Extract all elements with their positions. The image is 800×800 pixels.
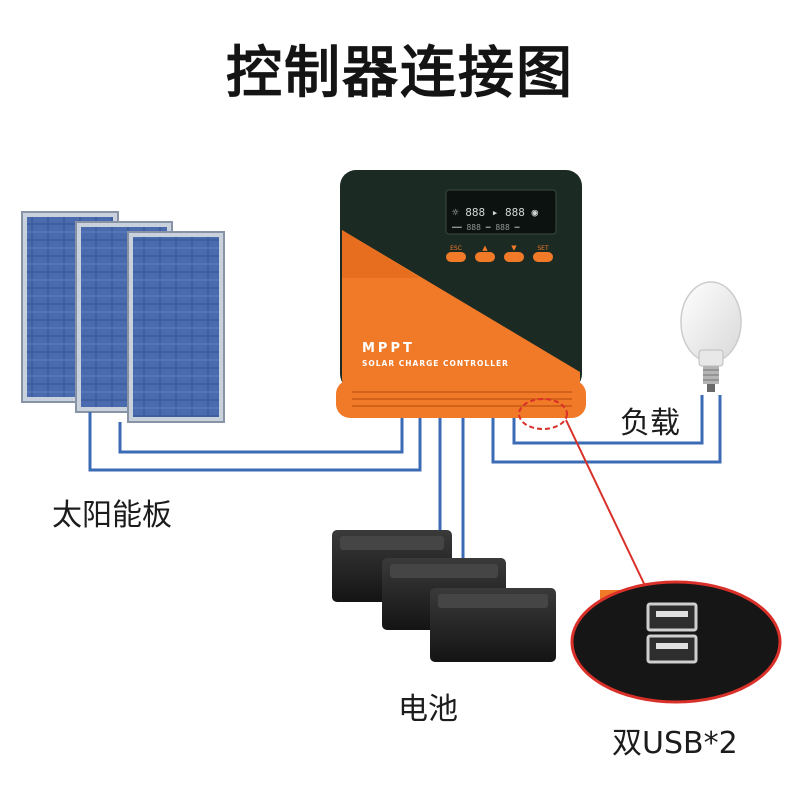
up-button[interactable] bbox=[475, 252, 495, 262]
esc-button[interactable] bbox=[446, 252, 466, 262]
set-button-label: SET bbox=[537, 245, 549, 252]
set-button[interactable] bbox=[533, 252, 553, 262]
down-button-label: ▼ bbox=[511, 244, 517, 252]
page-title: 控制器连接图 bbox=[226, 41, 574, 106]
controller-subtitle: SOLAR CHARGE CONTROLLER bbox=[362, 359, 509, 368]
wire-solar-2 bbox=[118, 415, 404, 454]
solar-panel-3 bbox=[127, 231, 225, 423]
solar-panels bbox=[21, 211, 225, 423]
wire-load-1 bbox=[491, 395, 722, 464]
solar-panel-label: 太阳能板 bbox=[52, 498, 172, 533]
wire-solar-1 bbox=[88, 412, 422, 472]
batteries bbox=[332, 530, 556, 662]
esc-button-label: ESC bbox=[450, 245, 462, 252]
wires bbox=[88, 395, 722, 560]
svg-text:━━ 888 ━ 888 ━: ━━ 888 ━ 888 ━ bbox=[451, 223, 520, 232]
controller-buttons: ESC ▲ ▼ SET bbox=[446, 244, 553, 262]
down-button[interactable] bbox=[504, 252, 524, 262]
up-button-label: ▲ bbox=[482, 244, 488, 252]
load-label: 负载 bbox=[620, 406, 680, 441]
battery-label: 电池 bbox=[398, 692, 458, 727]
usb-label: 双USB*2 bbox=[612, 726, 738, 761]
battery-3 bbox=[430, 588, 556, 662]
controller-brand: MPPT bbox=[362, 341, 415, 356]
svg-text:☼ 888 ▸ 888 ◉: ☼ 888 ▸ 888 ◉ bbox=[452, 206, 538, 219]
usb-ports bbox=[646, 602, 698, 664]
charge-controller: ☼ 888 ▸ 888 ◉ ━━ 888 ━ 888 ━ ESC ▲ ▼ SET… bbox=[336, 170, 586, 418]
wire-load-2 bbox=[512, 395, 704, 445]
light-bulb-icon bbox=[680, 281, 742, 392]
usb-highlight bbox=[518, 398, 782, 704]
